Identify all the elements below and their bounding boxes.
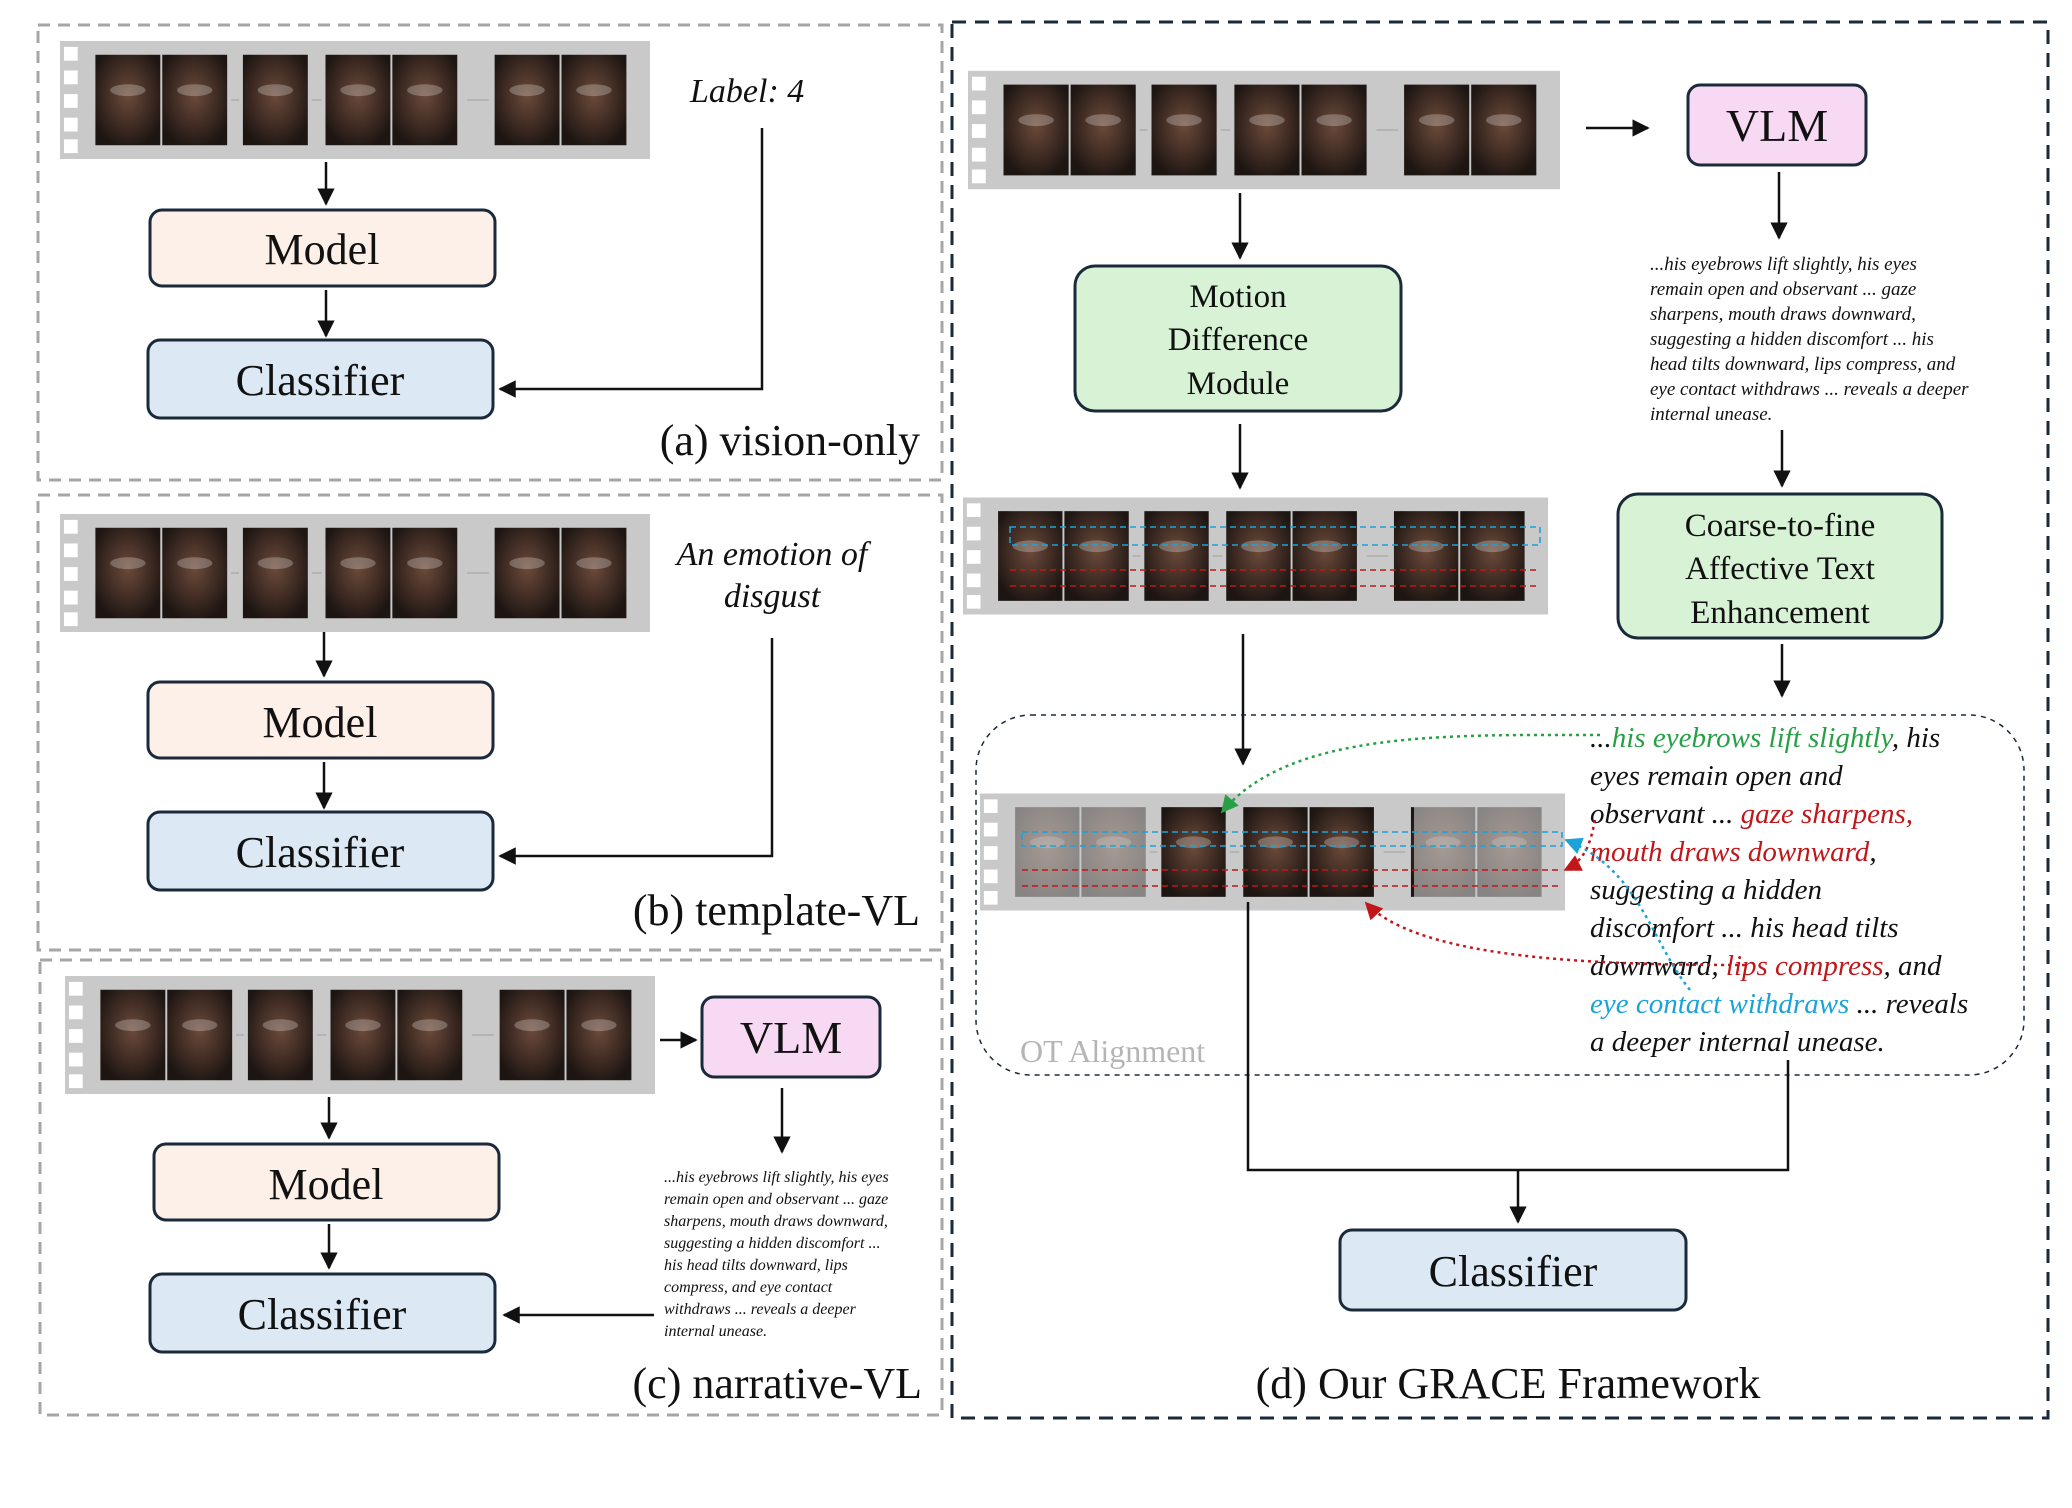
model-box-a [148, 208, 497, 288]
panel-b-frame [36, 493, 944, 952]
vlm-label-d: VLM [1726, 100, 1828, 151]
enhanced-text: ...his eyebrows lift slightly, his eyes … [1590, 722, 1968, 1058]
classifier-label-d: Classifier [1429, 1247, 1598, 1296]
svg-text:observant ... gaze sharpens,: observant ... gaze sharpens, [1590, 798, 1913, 830]
coarse-label-line1: Coarse-to-fine [1685, 508, 1876, 544]
narrative-text-c: ...his eyebrows lift slightly, his eyes … [664, 1169, 889, 1340]
ot-alignment-label: OT Alignment [1020, 1033, 1205, 1069]
svg-text:downward, lips compress, and: downward, lips compress, and [1590, 950, 1942, 982]
ot-arrow-green [1220, 733, 1601, 814]
video-frames-a [60, 40, 650, 160]
svg-text:suggesting a hidden discomfort: suggesting a hidden discomfort ... [664, 1235, 880, 1252]
svg-text:his head tilts downward, lips: his head tilts downward, lips [664, 1257, 848, 1274]
svg-text:suggesting a hidden: suggesting a hidden [1590, 874, 1822, 906]
line-d-text-merge [1520, 1060, 1790, 1172]
svg-text:discomfort ... his head tilts: discomfort ... his head tilts [1590, 912, 1899, 944]
svg-text:sharpens, mouth draws downward: sharpens, mouth draws downward, [1650, 304, 1916, 325]
svg-text:eye contact withdraws ... reve: eye contact withdraws ... reveals [1590, 988, 1968, 1020]
classifier-box-d [1338, 1228, 1688, 1312]
video-frames-b [60, 513, 650, 633]
classifier-label-c: Classifier [238, 1290, 407, 1339]
line-d-frames-merge [1246, 902, 1520, 1172]
svg-text:eye contact withdraws ... reve: eye contact withdraws ... reveals a deep… [1650, 379, 1969, 400]
label-text-b-line1: An emotion of [675, 536, 872, 573]
coarse-to-fine-box [1616, 492, 1944, 640]
svg-text:eyes remain open and: eyes remain open and [1590, 760, 1843, 792]
model-box-c [152, 1142, 501, 1222]
narrative-text-d: ...his eyebrows lift slightly, his eyes … [1650, 254, 1969, 425]
svg-text:internal unease.: internal unease. [664, 1323, 767, 1340]
caption-b: (b) template-VL [633, 886, 920, 935]
svg-text:withdraws ... reveals a deeper: withdraws ... reveals a deeper [664, 1301, 857, 1318]
caption-c: (c) narrative-VL [633, 1359, 922, 1408]
arrow-a-label-classifier [498, 128, 764, 398]
panel-d-frame [950, 20, 2050, 1420]
svg-text:compress, and eye contact: compress, and eye contact [664, 1279, 833, 1296]
label-text-a: Label: 4 [689, 73, 804, 110]
video-frames-c [65, 975, 655, 1095]
svg-text:head tilts downward, lips comp: head tilts downward, lips compress, and [1650, 354, 1956, 375]
vlm-label-c: VLM [740, 1012, 842, 1063]
model-label-b: Model [263, 698, 378, 747]
coarse-label-line3: Enhancement [1690, 595, 1870, 631]
classifier-box-c [148, 1272, 497, 1354]
svg-text:a deeper internal unease.: a deeper internal unease. [1590, 1026, 1885, 1058]
svg-text:...his eyebrows lift slightly,: ...his eyebrows lift slightly, his [1590, 722, 1940, 754]
classifier-label-b: Classifier [236, 828, 405, 877]
svg-text:...his eyebrows lift slightly,: ...his eyebrows lift slightly, his eyes [664, 1169, 889, 1186]
attended-region-lines [1021, 831, 1563, 887]
caption-d: (d) Our GRACE Framework [1256, 1359, 1761, 1408]
panel-c-frame [38, 958, 944, 1417]
label-text-b-line2: disgust [724, 578, 822, 615]
vlm-box-d [1686, 83, 1868, 167]
model-label-c: Model [269, 1160, 384, 1209]
svg-text:internal unease.: internal unease. [1650, 404, 1772, 425]
ot-arrow-blue [1564, 837, 1691, 991]
coarse-label-line2: Affective Text [1685, 551, 1875, 587]
video-frames-d-input [968, 70, 1560, 190]
panel-a-frame [36, 23, 944, 482]
motion-difference-box [1073, 264, 1403, 413]
svg-text:remain open and observant ...: remain open and observant ... gaze [664, 1191, 888, 1208]
svg-text:sharpens, mouth draws downward: sharpens, mouth draws downward, [664, 1213, 888, 1230]
motion-label-line1: Motion [1189, 279, 1286, 315]
motion-region-lines [1009, 526, 1541, 587]
classifier-label-a: Classifier [236, 356, 405, 405]
classifier-box-a [146, 338, 495, 420]
caption-a: (a) vision-only [660, 416, 920, 465]
svg-text:mouth draws downward,: mouth draws downward, [1590, 836, 1877, 868]
vlm-box-c [700, 995, 882, 1079]
model-label-a: Model [265, 225, 380, 274]
model-box-b [146, 680, 495, 760]
svg-text:suggesting a hidden discomfort: suggesting a hidden discomfort ... his [1650, 329, 1934, 350]
motion-label-line3: Module [1187, 366, 1290, 402]
svg-text:remain open and observant ...: remain open and observant ... gaze [1650, 279, 1916, 300]
classifier-box-b [146, 810, 495, 892]
frame-fade-overlay [1015, 806, 1549, 897]
motion-label-line2: Difference [1168, 322, 1308, 358]
video-frames-d-motion [963, 497, 1548, 615]
svg-text:...his eyebrows lift slightly,: ...his eyebrows lift slightly, his eyes [1650, 254, 1917, 275]
arrow-b-label-classifier [498, 638, 774, 865]
